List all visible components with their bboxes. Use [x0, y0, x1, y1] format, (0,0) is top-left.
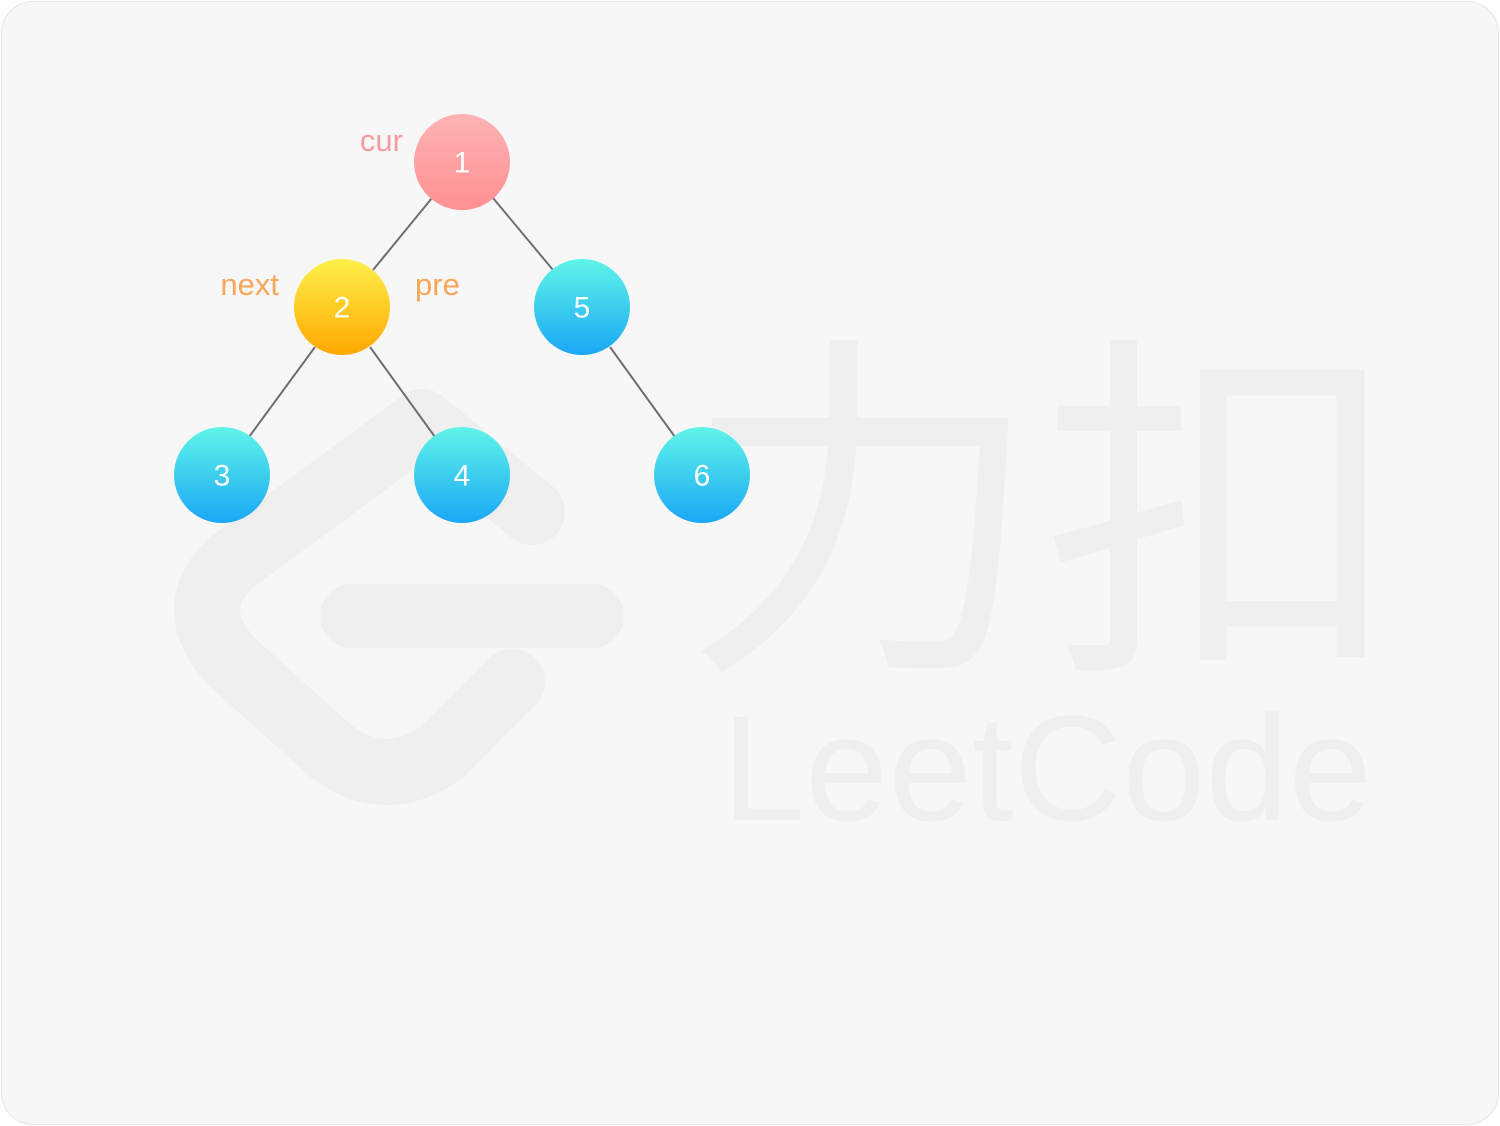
- edge-2-3: [248, 346, 316, 438]
- node-label: 5: [574, 292, 591, 325]
- leetcode-logo-icon: [174, 389, 624, 805]
- watermark-brand-en: LeetCode: [722, 684, 1373, 852]
- tree-node-5: 5: [534, 259, 630, 355]
- node-label: 1: [454, 147, 471, 180]
- edge-5-6: [609, 346, 676, 438]
- pointer-cur-label: cur: [360, 123, 403, 158]
- node-label: 3: [214, 460, 231, 493]
- edge-1-5: [492, 197, 554, 271]
- pointer-next-label: next: [220, 267, 279, 302]
- tree-node-3: 3: [174, 427, 270, 523]
- edge-1-2: [372, 197, 433, 271]
- node-label: 4: [454, 460, 471, 493]
- edge-2-4: [369, 346, 436, 438]
- tree-node-4: 4: [414, 427, 510, 523]
- tree-node-1: 1: [414, 114, 510, 210]
- pointer-pre-label: pre: [415, 267, 460, 302]
- tree-node-6: 6: [654, 427, 750, 523]
- node-label: 2: [334, 292, 351, 325]
- node-label: 6: [694, 460, 711, 493]
- tree-node-2: 2: [294, 259, 390, 355]
- watermark-brand-cn: 力扣: [682, 317, 1402, 719]
